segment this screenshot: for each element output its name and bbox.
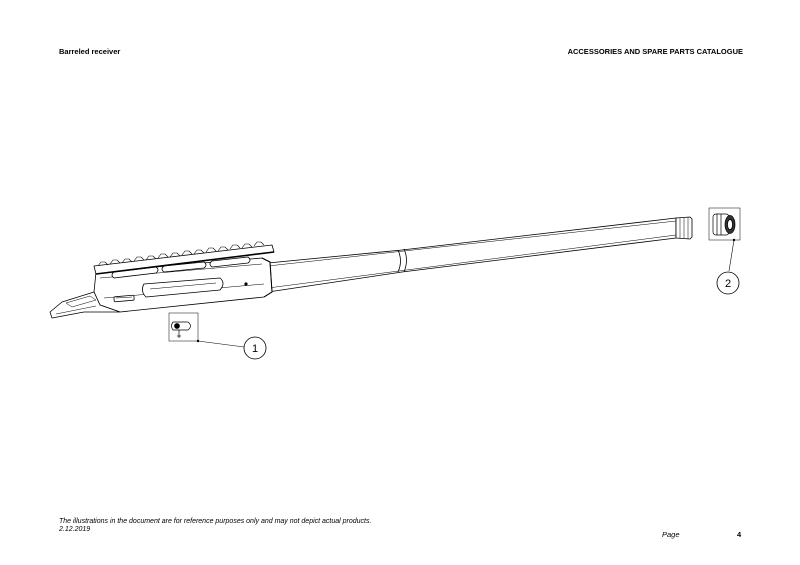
leader-line-1 [197,340,245,348]
part-1-thumbnail [168,312,199,342]
document-date: 2.12.2019 [59,526,91,533]
callout-1-number: 1 [252,343,258,355]
callout-2-number: 2 [725,278,731,290]
section-title: Barreled receiver [59,47,121,56]
footer-notes: The illustrations in the document are fo… [59,518,371,534]
disclaimer-text: The illustrations in the document are fo… [59,518,372,525]
barreled-receiver-drawing [49,216,693,319]
leader-line-2 [728,239,735,272]
part-2-thumbnail [708,207,741,241]
callout-1: 1 [243,336,267,360]
page-number: 4 [737,530,742,539]
callout-2: 2 [716,271,740,295]
ejection-port [142,277,224,298]
barrel [267,217,677,293]
page-label: Page [662,530,680,539]
catalogue-title: ACCESSORIES AND SPARE PARTS CATALOGUE [567,47,743,56]
